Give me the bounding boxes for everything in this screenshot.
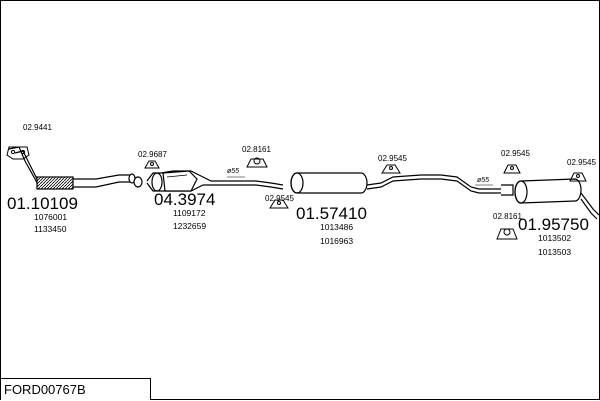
ref-catalyst-2: 1232659	[173, 221, 206, 231]
ref-front-pipe-2: 1133450	[34, 224, 67, 234]
gasket-front-label: 02.9441	[23, 123, 52, 132]
part-number-catalyst: 04.3974	[154, 190, 215, 209]
hanger-rear-label: 02.8161	[493, 212, 522, 221]
rear-silencer	[501, 178, 600, 220]
part-number-centre-silencer: 01.57410	[296, 204, 367, 223]
hanger-1-label: 02.8161	[242, 145, 271, 154]
clamp-rear-a-label: 02.9545	[501, 149, 530, 158]
clamp-muffler-label: 02.9545	[378, 154, 407, 163]
intermediate-pipe	[221, 180, 284, 190]
hanger-rubber-rear	[496, 228, 518, 240]
clamp-rear-a	[503, 164, 521, 174]
front-pipe	[8, 146, 143, 190]
ref-catalyst-1: 1109172	[173, 208, 206, 218]
part-number-front-pipe: 01.10109	[7, 194, 78, 213]
clamp-mid	[269, 199, 289, 209]
clamp-mid-label: 02.9545	[265, 194, 294, 203]
cat-clamp	[144, 160, 160, 169]
clamp-rear-b-label: 02.9545	[567, 158, 596, 167]
hanger-rubber-1	[246, 157, 268, 168]
ref-centre-silencer-2: 1016963	[320, 236, 353, 246]
diameter-label-2: ø55	[477, 177, 489, 184]
cat-clamp-label: 02.9687	[138, 150, 167, 159]
ref-front-pipe-1: 1076001	[34, 212, 67, 222]
catalytic-converter	[146, 170, 221, 192]
ref-rear-silencer-2: 1013503	[538, 247, 571, 257]
clamp-rear-b	[569, 172, 587, 182]
ref-centre-silencer-1: 1013486	[320, 222, 353, 232]
diameter-label-1: ø55	[227, 168, 239, 175]
centre-silencer	[290, 172, 501, 194]
part-number-rear-silencer: 01.95750	[518, 215, 589, 234]
ref-rear-silencer-1: 1013502	[538, 233, 571, 243]
diameter-markers	[227, 176, 493, 186]
front-gasket	[6, 146, 30, 160]
clamp-muffler	[381, 164, 401, 174]
diagram-code: FORD00767B	[1, 378, 151, 400]
